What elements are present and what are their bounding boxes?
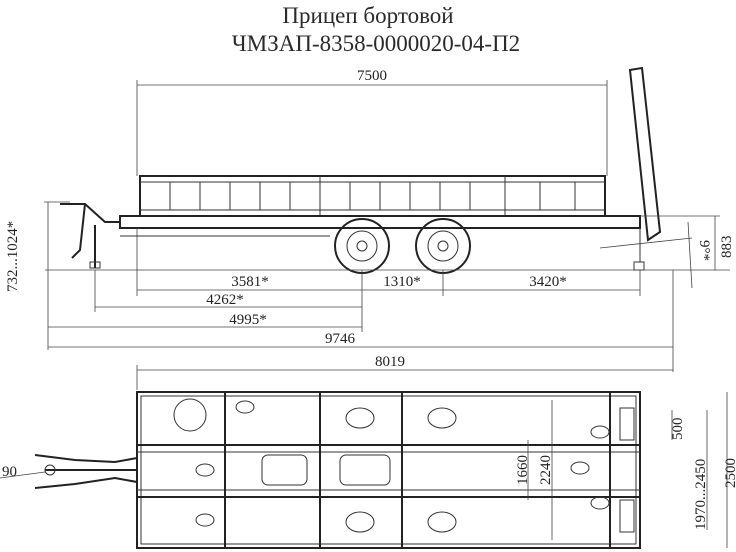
dim-track-inner: 1660	[515, 455, 531, 485]
air-tank	[261, 454, 308, 486]
dim-axle-base: 1310*	[383, 274, 421, 290]
dim-eye-to-axle: 4995*	[229, 312, 267, 328]
rear-support-leg	[633, 261, 645, 271]
dim-track-outer: 2240	[538, 455, 554, 485]
drawing-model-number: ЧМЗАП-8358-0000020-04-П2	[231, 31, 521, 56]
dim-ramp-angle: 9°*	[696, 240, 712, 261]
dim-front-to-axle1: 3581*	[231, 274, 269, 290]
dim-ramp-width: 500	[670, 418, 686, 441]
top-view: 8019 90 500 1970	[0, 354, 736, 549]
dim-overall-length: 9746	[325, 331, 356, 347]
spare-wheel	[173, 398, 207, 432]
ramp-right-top	[619, 499, 635, 533]
side-board-ribs	[169, 182, 576, 210]
dim-hitch-angle: 90	[2, 464, 17, 480]
towing-eye	[44, 464, 56, 476]
dim-hitch-height: 732...1024*	[5, 221, 21, 292]
loading-ramp-raised	[628, 66, 662, 242]
dim-support-to-axle: 4262*	[206, 292, 244, 308]
drawbar-top	[34, 454, 138, 464]
drawing-title: Прицеп бортовой	[282, 3, 454, 28]
ramp-left-top	[619, 407, 635, 441]
dim-platform-length: 7500	[357, 68, 387, 84]
dim-top-length: 8019	[375, 354, 405, 370]
side-view: 7500 732...1024* 883 9°* 3581* 1310* 342…	[5, 66, 735, 372]
drawbar-side	[60, 203, 120, 223]
dim-ramp-track: 1970...2450	[693, 459, 709, 530]
dim-axle2-to-rear: 3420*	[529, 274, 567, 290]
platform-top	[136, 391, 641, 549]
axle-suspension	[345, 407, 457, 533]
dim-overall-width: 2500	[723, 458, 736, 488]
dim-rear-height: 883	[719, 236, 735, 259]
grip-plates	[195, 400, 610, 527]
